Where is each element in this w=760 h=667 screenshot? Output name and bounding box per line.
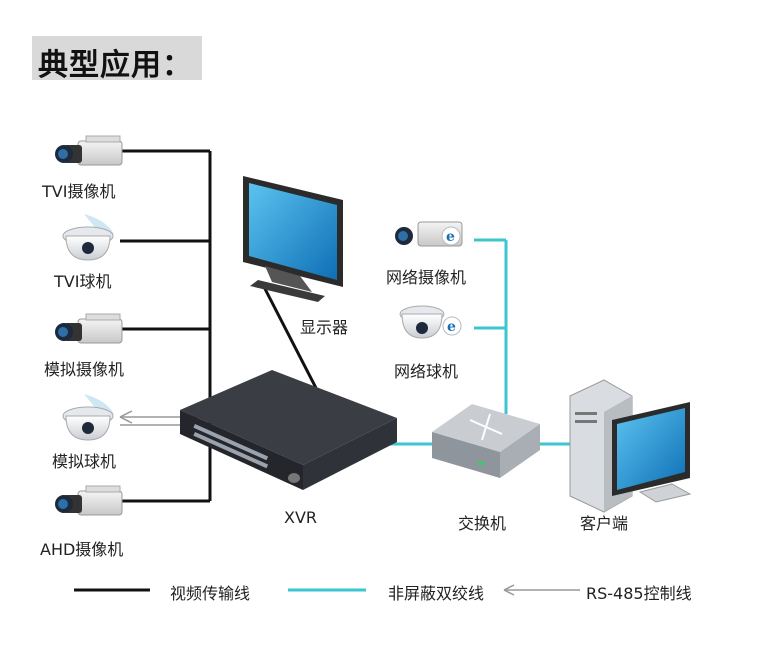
switch-icon bbox=[432, 404, 540, 478]
analog-camera-icon bbox=[55, 313, 123, 344]
legend-rs485-label: RS-485控制线 bbox=[586, 584, 692, 603]
label-analog-dome: 模拟球机 bbox=[52, 452, 117, 471]
utp-cables bbox=[385, 238, 580, 446]
client-pc-icon bbox=[569, 379, 692, 513]
label-tvi-dome: TVI球机 bbox=[54, 272, 112, 291]
legend-video-label: 视频传输线 bbox=[170, 584, 251, 603]
svg-text:e: e bbox=[446, 229, 455, 245]
label-ip-dome: 网络球机 bbox=[394, 362, 459, 381]
tvi-camera-icon bbox=[55, 135, 123, 166]
tvi-dome-icon bbox=[62, 214, 114, 261]
legend bbox=[74, 584, 580, 596]
svg-text:e: e bbox=[447, 319, 456, 335]
label-ip-camera: 网络摄像机 bbox=[386, 268, 467, 287]
label-analog-camera: 模拟摄像机 bbox=[44, 360, 125, 379]
ahd-camera-icon bbox=[55, 485, 123, 516]
analog-dome-icon bbox=[62, 394, 114, 441]
legend-utp-label: 非屏蔽双绞线 bbox=[388, 584, 485, 603]
label-xvr: XVR bbox=[284, 508, 318, 527]
monitor-icon bbox=[243, 176, 343, 302]
page-title: 典型应用： bbox=[38, 48, 193, 83]
label-client: 客户端 bbox=[580, 514, 629, 533]
legend-rs485-line bbox=[503, 584, 580, 596]
xvr-icon bbox=[180, 370, 397, 490]
label-ahd-camera: AHD摄像机 bbox=[40, 540, 124, 559]
label-monitor: 显示器 bbox=[300, 318, 349, 337]
ip-camera-icon: e bbox=[395, 221, 463, 247]
label-tvi-camera: TVI摄像机 bbox=[42, 182, 116, 201]
title-background bbox=[32, 36, 202, 80]
cable-xvr-monitor bbox=[260, 282, 318, 389]
ip-dome-icon: e bbox=[399, 305, 462, 339]
label-switch: 交换机 bbox=[458, 514, 507, 533]
